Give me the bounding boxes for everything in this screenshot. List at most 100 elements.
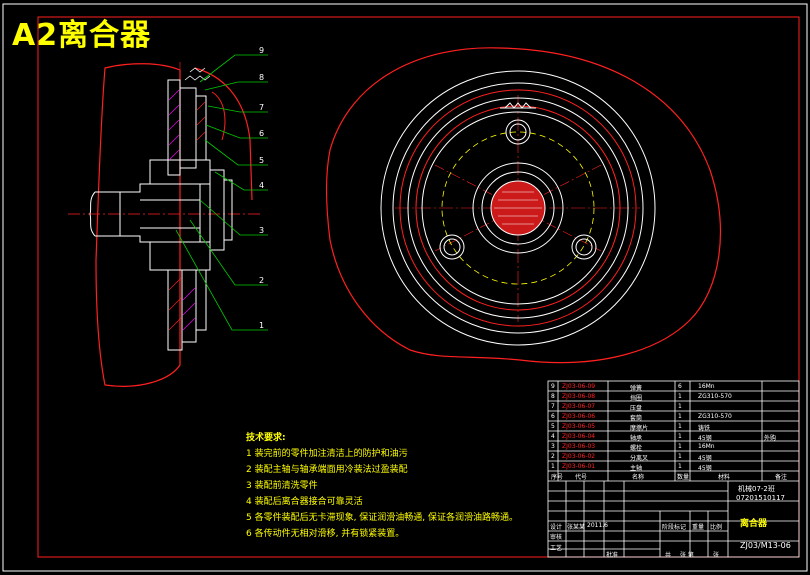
section-view <box>68 54 268 387</box>
parts-cell-name: 摩擦片 <box>630 425 649 432</box>
bolt-hole-top <box>505 119 531 145</box>
housing-outline-top <box>194 67 253 201</box>
parts-cell-name: 弹簧 <box>630 385 643 392</box>
friction-disc <box>179 87 197 169</box>
parts-cell-code: ZJ03-06-06 <box>562 413 596 420</box>
callout-5: 5 <box>259 156 265 165</box>
parts-cell-code: ZJ03-06-05 <box>562 423 596 430</box>
scale-label: 比例 <box>710 524 723 531</box>
parts-cell-qty: 1 <box>678 443 682 450</box>
parts-cell-qty: 1 <box>678 463 682 470</box>
approve-label: 批准 <box>606 552 619 559</box>
callout-7: 7 <box>259 103 265 112</box>
housing-outline-front <box>326 47 721 364</box>
parts-cell-no: 9 <box>551 383 555 390</box>
parts-cell-qty: 1 <box>678 403 682 410</box>
parts-cell-name: 螺栓 <box>630 445 643 452</box>
parts-cell-no: 5 <box>551 423 555 430</box>
parts-cell-name: 轴承 <box>630 435 643 442</box>
student-no: 07201510117 <box>736 494 785 502</box>
pressure-plate <box>167 79 181 176</box>
parts-cell-qty: 1 <box>678 393 682 400</box>
parts-cell-material: 16Mn <box>698 443 715 450</box>
parts-cell-name: 挡圈 <box>630 395 643 402</box>
parts-cell-name: 分离叉 <box>630 455 649 462</box>
parts-cell-name: 套筒 <box>630 415 643 422</box>
parts-cell-name: 主轴 <box>630 465 643 472</box>
drawing-number: ZJ03/M13-06 <box>740 541 791 550</box>
front-view <box>326 47 721 364</box>
note-item: 4 装配后离合器接合可靠灵活 <box>246 497 363 507</box>
parts-cell-no: 3 <box>551 443 555 450</box>
technical-notes: 技术要求: 1 装完前的零件加注清洁上的防护和油污 2 装配主轴与轴承端面用冷装… <box>246 430 518 542</box>
drawing-title: A2离合器 <box>12 18 152 53</box>
parts-cell-no: 7 <box>551 403 555 410</box>
parts-cell-material: 45钢 <box>698 455 712 462</box>
header-no: 序号 <box>551 474 564 481</box>
parts-cell-material: 45钢 <box>698 435 712 442</box>
parts-cell-no: 6 <box>551 413 555 420</box>
parts-cell-code: ZJ03-06-02 <box>562 453 596 460</box>
parts-cell-code: ZJ03-06-09 <box>562 383 596 390</box>
parts-cell-material: 铸铁 <box>698 425 711 432</box>
sheet-label: 共 <box>665 552 672 559</box>
designer-name: 张某某 <box>567 524 586 531</box>
parts-cell-material: 45钢 <box>698 465 712 472</box>
bolt-hole-right <box>571 234 597 260</box>
parts-cell-material: 16Mn <box>698 383 715 390</box>
notes-heading: 技术要求: <box>246 433 286 443</box>
parts-cell-material: ZG310-570 <box>698 393 732 400</box>
parts-cell-qty: 1 <box>678 453 682 460</box>
process-label: 工艺 <box>550 545 563 552</box>
header-qty: 数量 <box>677 474 690 481</box>
stage-label: 阶段标记 <box>662 524 687 531</box>
note-item: 6 各传动件无相对滑移, 并有锁紧装置。 <box>246 529 405 539</box>
parts-cell-no: 4 <box>551 433 555 440</box>
header-name: 名称 <box>632 474 645 481</box>
header-material: 材料 <box>718 474 731 481</box>
parts-cell-code: ZJ03-06-04 <box>562 433 596 440</box>
note-item: 2 装配主轴与轴承端面用冷装法过盈装配 <box>246 465 408 475</box>
parts-list-table <box>547 380 800 558</box>
callout-1: 1 <box>259 321 265 330</box>
parts-cell-qty: 6 <box>678 383 682 390</box>
parts-cell-code: ZJ03-06-08 <box>562 393 596 400</box>
parts-cell-code: ZJ03-06-03 <box>562 443 596 450</box>
shaft-body <box>95 183 201 243</box>
callout-4: 4 <box>259 181 265 190</box>
parts-cell-no: 2 <box>551 453 555 460</box>
weight-label: 重量 <box>692 524 705 531</box>
designer-label: 设计 <box>550 524 563 531</box>
parts-cell-code: ZJ03-06-07 <box>562 403 596 410</box>
callout-9: 9 <box>259 46 265 55</box>
parts-cell-qty: 1 <box>678 413 682 420</box>
callout-8: 8 <box>259 73 265 82</box>
parts-cell-material: ZG310-570 <box>698 413 732 420</box>
note-item: 5 各零件装配后无卡滞现象, 保证润滑油畅通, 保证各润滑油路畅通。 <box>246 513 519 523</box>
parts-cell-no: 1 <box>551 463 555 470</box>
sheet-label-3: 张 <box>713 552 720 559</box>
callout-6: 6 <box>259 129 265 138</box>
check-label: 审核 <box>550 534 563 541</box>
bolt-circle <box>441 131 595 285</box>
note-item: 3 装配前清洗零件 <box>246 481 318 491</box>
callout-3: 3 <box>259 226 265 235</box>
outer-flange-circle <box>380 70 656 346</box>
parts-cell-name: 压盘 <box>630 405 643 412</box>
housing-outline-left <box>95 63 181 387</box>
header-note: 备注 <box>775 474 788 481</box>
inner-border <box>37 16 800 558</box>
class-label: 机械07-2班 <box>738 485 775 493</box>
housing-inner-curve <box>211 91 226 141</box>
parts-cell-no: 8 <box>551 393 555 400</box>
parts-cell-qty: 1 <box>678 423 682 430</box>
bolt-hole-left <box>439 234 465 260</box>
parts-cell-qty: 1 <box>678 433 682 440</box>
shaft-break <box>89 191 96 237</box>
note-item: 1 装完前的零件加注清洁上的防护和油污 <box>246 449 408 459</box>
parts-cell-code: ZJ03-06-01 <box>562 463 596 470</box>
outer-border <box>2 3 808 572</box>
design-date: 2011.6 <box>587 522 608 529</box>
